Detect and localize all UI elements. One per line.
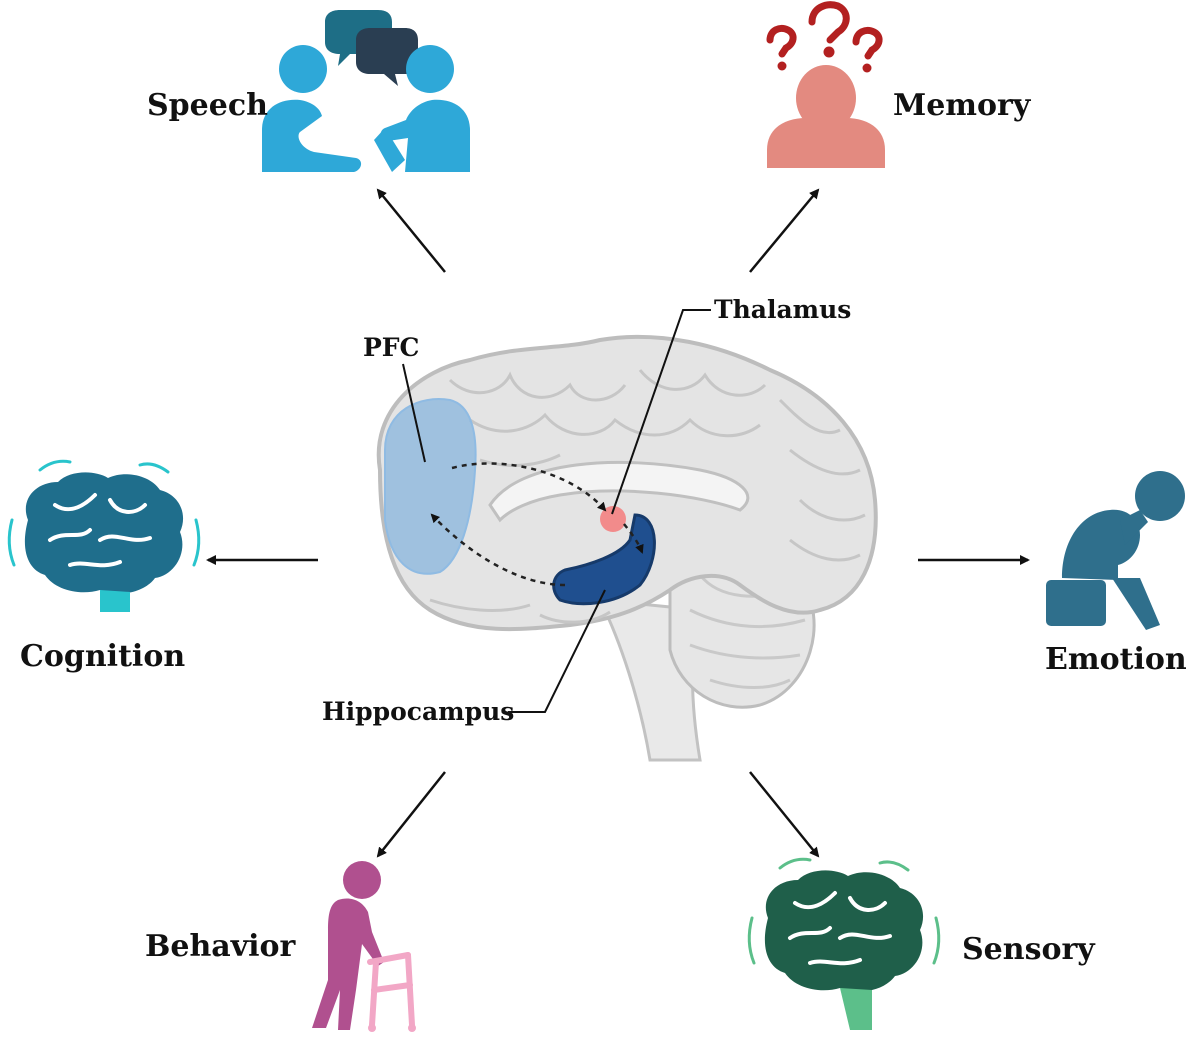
pfc-region bbox=[384, 398, 477, 575]
pfc-leader-line bbox=[402, 363, 426, 463]
brain-gyri bbox=[429, 369, 866, 624]
thalamus-hippocampus-dashed-arrow bbox=[623, 523, 644, 554]
question-marks bbox=[766, 1, 883, 60]
hippocampus-region bbox=[552, 513, 656, 606]
walker-frame bbox=[367, 952, 415, 1028]
thalamus-region bbox=[600, 506, 626, 532]
question-person-icon bbox=[766, 1, 885, 168]
arrow-to-sensory bbox=[749, 771, 820, 858]
hippocampus-pfc-dashed-arrow bbox=[430, 513, 566, 587]
memory-label: Memory bbox=[893, 88, 1032, 123]
emotion-label: Emotion bbox=[1045, 642, 1187, 677]
walker-person-icon bbox=[312, 861, 416, 1032]
arrow-to-memory bbox=[749, 188, 820, 273]
arrow-to-speech bbox=[376, 188, 446, 273]
pfc-label: PFC bbox=[363, 333, 419, 362]
hippocampus-leader-line bbox=[508, 589, 606, 713]
behavior-label: Behavior bbox=[145, 929, 297, 964]
brain-icon bbox=[7, 459, 201, 612]
cognition-label: Cognition bbox=[20, 639, 185, 674]
pfc-thalamus-dashed-arrow bbox=[451, 462, 607, 512]
brain-icon bbox=[747, 857, 941, 1030]
outcome-arrows bbox=[206, 188, 1030, 858]
thalamus-label: Thalamus bbox=[714, 295, 851, 324]
sensory-label: Sensory bbox=[962, 932, 1096, 967]
hippocampus-label: Hippocampus bbox=[322, 697, 514, 726]
conversation-icon bbox=[262, 10, 470, 172]
brain-sagittal-illustration bbox=[376, 334, 878, 762]
region-labels: PFC Thalamus Hippocampus bbox=[322, 295, 851, 726]
speech-label: Speech bbox=[147, 88, 268, 123]
arrow-to-behavior bbox=[376, 771, 446, 858]
sad-person-icon bbox=[1046, 471, 1185, 630]
thalamus-leader-line bbox=[611, 309, 711, 515]
